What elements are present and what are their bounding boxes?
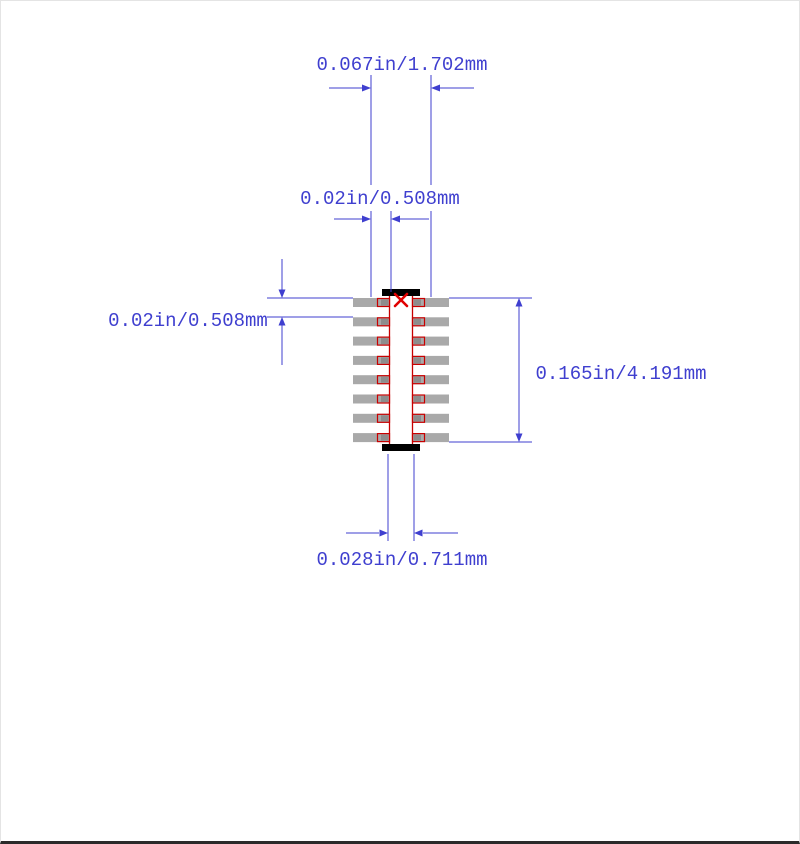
dimension-arrowheads (279, 85, 523, 537)
arrowhead (516, 434, 523, 443)
arrowhead (516, 298, 523, 307)
pad-dot-right (414, 338, 421, 344)
arrowhead (362, 216, 371, 223)
pad-dot-left (381, 415, 388, 421)
pad-dot-left (381, 300, 388, 306)
dim-label-left-pitch: 0.02in/0.508mm (108, 310, 268, 332)
pad-dot-left (381, 357, 388, 363)
arrowhead (362, 85, 371, 92)
pad-columns (353, 298, 449, 442)
pad-dot-left (381, 377, 388, 383)
pad-dot-right (414, 357, 421, 363)
bottom-edge-bar (382, 444, 420, 451)
pad-dot-left (381, 435, 388, 441)
pad-dot-left (381, 319, 388, 325)
dimension-labels: 0.067in/1.702mm 0.02in/0.508mm 0.02in/0.… (108, 54, 706, 571)
component-body-outline (390, 295, 413, 449)
arrowhead (279, 317, 286, 326)
arrowhead (380, 530, 389, 537)
pad-dot-right (414, 435, 421, 441)
pad-dot-right (414, 415, 421, 421)
pad-dot-right (414, 377, 421, 383)
arrowhead (279, 290, 286, 299)
arrowhead (391, 216, 400, 223)
pad-dot-left (381, 396, 388, 402)
top-edge-bar (382, 289, 420, 296)
package-end-bars (382, 289, 420, 451)
pad-dot-left (381, 338, 388, 344)
dim-label-inner-width: 0.02in/0.508mm (300, 188, 460, 210)
dim-label-right-height: 0.165in/4.191mm (535, 363, 706, 385)
dimension-lines (267, 75, 532, 541)
dim-label-bottom-width: 0.028in/0.711mm (316, 549, 487, 571)
arrowhead (414, 530, 423, 537)
pad-dot-right (414, 319, 421, 325)
pad-dot-right (414, 396, 421, 402)
dim-label-top-width: 0.067in/1.702mm (316, 54, 487, 76)
arrowhead (431, 85, 440, 92)
component-outline (378, 295, 425, 449)
pad-dot-right (414, 300, 421, 306)
